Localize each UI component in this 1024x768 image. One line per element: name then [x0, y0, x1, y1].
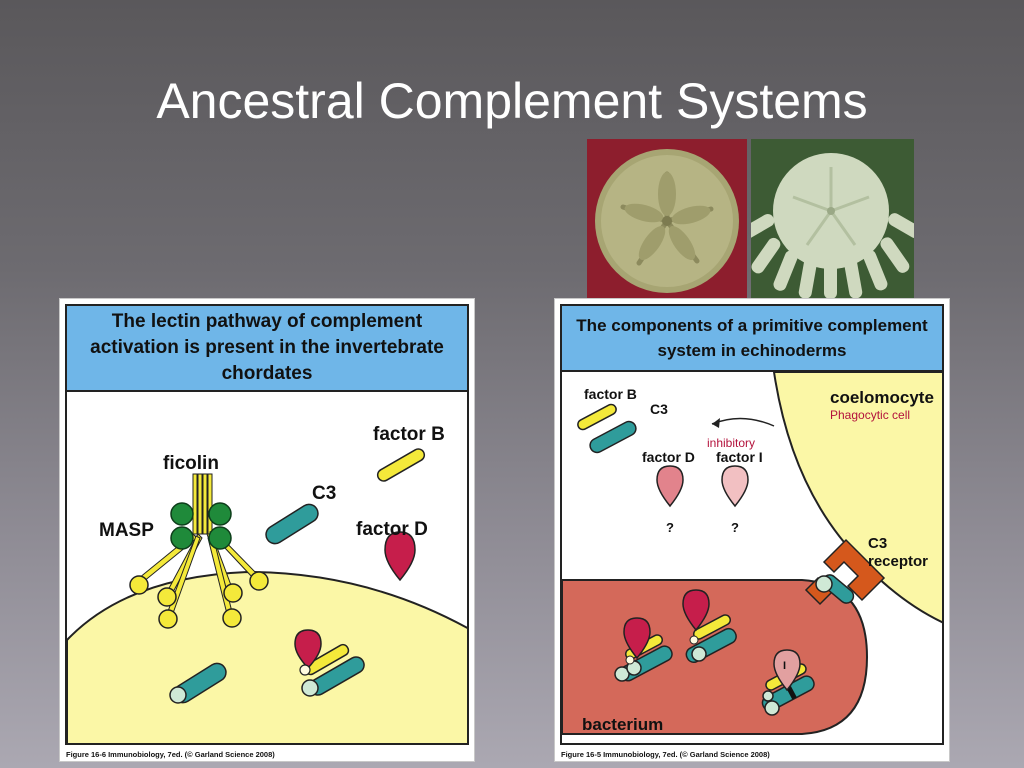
coelomocyte-label: coelomocyte — [830, 388, 934, 407]
echinoderm-figure-header: The components of a primitive complement… — [562, 306, 942, 372]
ficolin-heads — [129, 571, 269, 629]
factor-i-molecule — [721, 465, 749, 508]
bacterium-label: bacterium — [582, 715, 663, 734]
convertase-complex — [294, 629, 365, 697]
c3-label: C3 — [312, 483, 336, 504]
host-cell-surface — [67, 570, 467, 743]
bacterium-bound-complex-2 — [682, 589, 737, 664]
factor-b-molecule — [577, 403, 617, 431]
factor-i-mark: I — [783, 660, 786, 672]
lectin-figure-frame: The lectin pathway of complement activat… — [65, 304, 469, 745]
bacterium-bound-complex-1 — [614, 617, 673, 682]
factor-d-unknown: ? — [666, 520, 674, 535]
masp-label: MASP — [99, 520, 154, 541]
bacterium-bound-complex-inhibited — [761, 649, 815, 716]
c3-receptor-label-line2: receptor — [868, 553, 928, 570]
bound-c3 — [169, 662, 227, 704]
factor-i-unknown: ? — [731, 520, 739, 535]
factor-i-label: factor I — [716, 449, 763, 465]
factor-b-molecule — [376, 448, 426, 482]
c3-molecule — [589, 420, 637, 454]
lectin-pathway-illustration: ficolin MASP C3 factor B factor D — [67, 424, 467, 743]
echinoderm-figure-frame: The components of a primitive complement… — [560, 304, 944, 745]
sea-urchin-photo-top-view — [587, 139, 747, 299]
c3-receptor-label-line1: C3 — [868, 535, 887, 552]
factor-b-label: factor B — [373, 424, 445, 445]
lectin-figure-header: The lectin pathway of complement activat… — [67, 306, 467, 392]
factor-d-label: factor D — [642, 449, 695, 465]
c3-label: C3 — [650, 401, 668, 417]
c3-molecule — [265, 503, 319, 545]
factor-b-label: factor B — [584, 386, 637, 402]
factor-d-molecule — [384, 531, 416, 582]
echinoderm-complement-figure: The components of a primitive complement… — [554, 298, 950, 762]
sand-dollar-photo — [751, 139, 914, 299]
phagocytic-cell-label: Phagocytic cell — [830, 408, 910, 422]
factor-d-label: factor D — [356, 519, 428, 540]
ficolin-label: ficolin — [163, 453, 219, 474]
figure-caption-right: Figure 16-5 Immunobiology, 7ed. (© Garla… — [561, 750, 770, 759]
masp-molecules — [170, 502, 232, 550]
slide-title: Ancestral Complement Systems — [156, 73, 868, 129]
figure-caption-left: Figure 16-6 Immunobiology, 7ed. (© Garla… — [66, 750, 275, 759]
echinoderm-illustration: factor B C3 coelomocyte Phagocytic cell … — [562, 372, 942, 735]
lectin-pathway-figure: The lectin pathway of complement activat… — [59, 298, 475, 762]
inhibitory-label: inhibitory — [707, 436, 755, 450]
factor-d-molecule — [656, 465, 684, 508]
